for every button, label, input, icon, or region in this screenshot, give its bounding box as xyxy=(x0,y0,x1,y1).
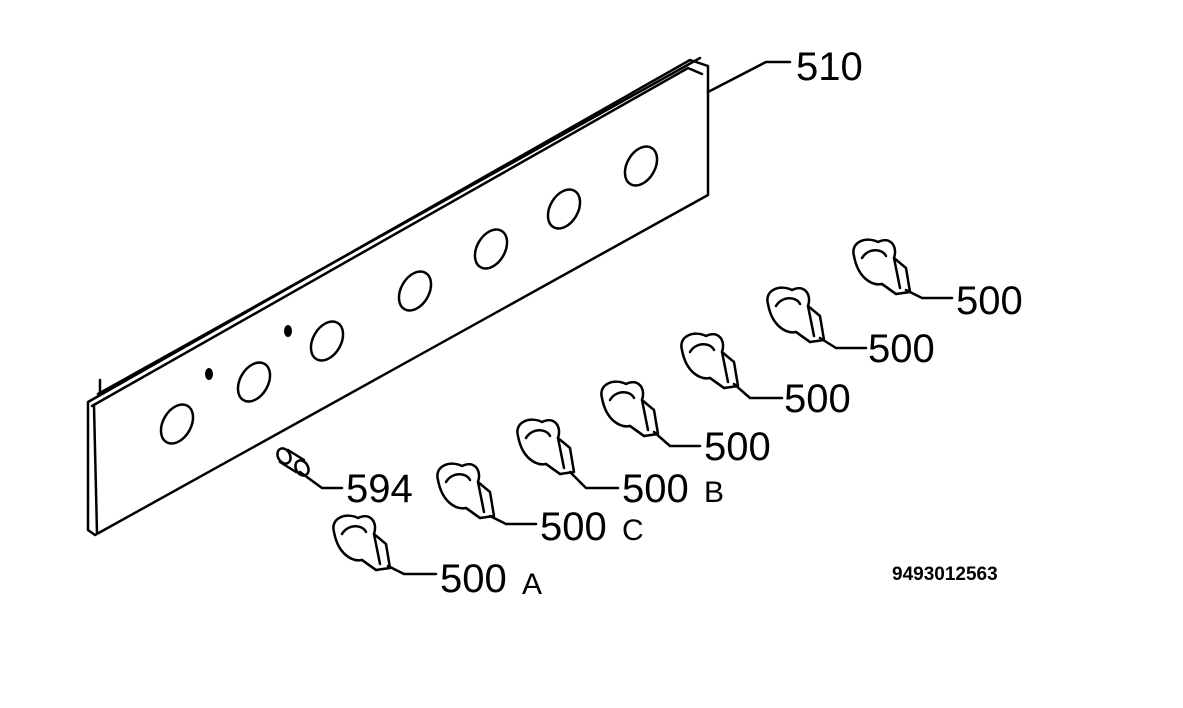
knob-4 xyxy=(600,380,660,438)
knobs xyxy=(332,238,912,572)
knob-5 xyxy=(680,332,740,390)
knob-callout-7: 500 xyxy=(956,279,1023,323)
knob-callout-a: 500 xyxy=(440,557,507,601)
knob-suffix-a: A xyxy=(522,568,542,601)
knob-callout-5: 500 xyxy=(784,377,851,421)
knob-callout-b: 500 xyxy=(622,467,689,511)
knob-b xyxy=(516,418,576,476)
knob-6 xyxy=(766,286,826,344)
screw xyxy=(276,447,310,477)
screw-callout: 594 xyxy=(346,467,413,511)
drawing-number: 9493012563 xyxy=(892,564,998,585)
leader-lines xyxy=(298,60,954,576)
knob-callout-c: 500 xyxy=(540,505,607,549)
knob-7 xyxy=(852,238,912,296)
panel-callout: 510 xyxy=(796,45,863,89)
knob-suffix-b: B xyxy=(704,476,724,509)
knob-holes xyxy=(159,145,659,445)
knob-callout-4: 500 xyxy=(704,425,771,469)
control-panel xyxy=(86,56,710,537)
knob-c xyxy=(436,462,496,520)
knob-a xyxy=(332,514,392,572)
knob-suffix-c: C xyxy=(622,514,644,547)
knob-callout-6: 500 xyxy=(868,327,935,371)
